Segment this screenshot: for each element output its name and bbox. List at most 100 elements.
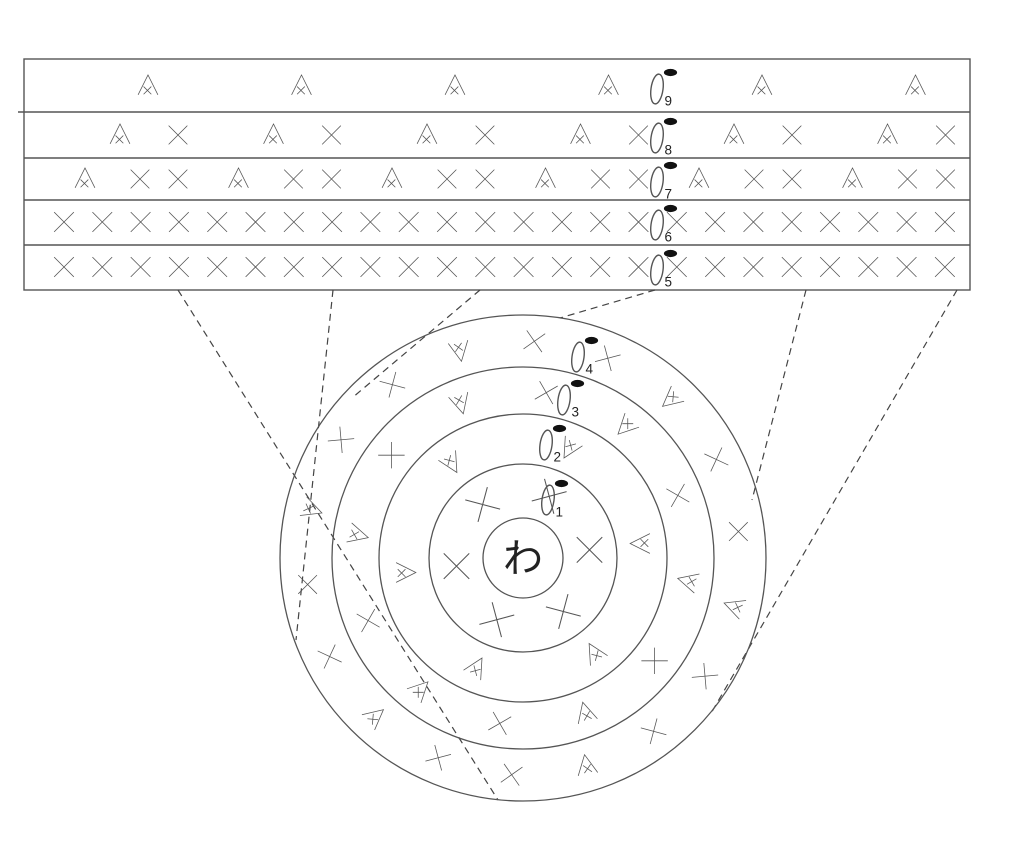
- decrease-symbol: [137, 74, 159, 95]
- single-crochet-symbol: [360, 211, 381, 233]
- single-crochet-symbol: [398, 211, 419, 233]
- single-crochet-symbol: [819, 211, 841, 233]
- decrease-symbol: [598, 74, 619, 95]
- single-crochet-symbol: [379, 371, 406, 398]
- chain-start-marker: 9: [650, 68, 678, 109]
- single-crochet-symbol: [858, 256, 879, 278]
- single-crochet-symbol: [425, 744, 452, 771]
- single-crochet-symbol: [896, 211, 917, 233]
- magic-ring: [482, 517, 564, 599]
- chain-start-marker: 3: [557, 379, 585, 420]
- row-number: 1: [556, 505, 564, 520]
- round-diagram: わ: [279, 314, 767, 802]
- increase-symbol: [723, 600, 747, 620]
- row-number: 8: [665, 143, 673, 158]
- single-crochet-symbol: [545, 593, 581, 630]
- chain-loop-icon: [650, 122, 664, 154]
- decrease-symbol: [535, 167, 556, 188]
- single-crochet-symbol: [896, 256, 917, 278]
- single-crochet-symbol: [92, 211, 113, 233]
- increase-symbol: [406, 681, 429, 703]
- row-number: 6: [665, 230, 673, 245]
- chain-start-marker: 6: [650, 204, 678, 245]
- increase-symbol: [661, 385, 685, 407]
- single-crochet-symbol: [168, 256, 190, 278]
- single-crochet-symbol: [436, 256, 458, 278]
- single-crochet-symbol: [245, 211, 266, 233]
- single-crochet-symbol: [590, 256, 611, 278]
- slip-stitch-dot-icon: [663, 249, 678, 258]
- increase-symbol: [299, 496, 323, 516]
- increase-symbol: [588, 642, 608, 666]
- chain-start-marker: 4: [571, 336, 599, 377]
- decrease-symbol: [842, 167, 863, 188]
- single-crochet-symbol: [92, 256, 113, 278]
- single-crochet-symbol: [934, 256, 956, 278]
- single-crochet-symbol: [168, 169, 188, 189]
- chain-start-marker: 5: [650, 249, 678, 290]
- single-crochet-symbol: [168, 125, 188, 145]
- round-4-ring: [279, 314, 767, 802]
- chain-loop-icon: [650, 209, 664, 241]
- single-crochet-symbol: [283, 169, 304, 189]
- single-crochet-symbol: [168, 211, 190, 233]
- single-crochet-symbol: [934, 211, 956, 233]
- single-crochet-symbol: [321, 125, 342, 145]
- decrease-symbol: [228, 167, 249, 188]
- slip-stitch-dot-icon: [663, 117, 678, 126]
- chain-loop-icon: [650, 166, 664, 198]
- single-crochet-symbol: [858, 211, 879, 233]
- single-crochet-symbol: [534, 380, 558, 405]
- guide-lines: [177, 289, 958, 801]
- band-frame: [23, 58, 971, 291]
- single-crochet-symbol: [628, 211, 649, 233]
- single-crochet-symbol: [283, 256, 304, 278]
- decrease-symbol: [751, 74, 773, 95]
- row-number: 9: [665, 94, 673, 109]
- decrease-symbol: [291, 74, 312, 95]
- single-crochet-symbol: [935, 125, 956, 145]
- increase-symbol: [676, 573, 700, 594]
- decrease-symbol: [109, 123, 131, 144]
- single-crochet-symbol: [245, 256, 266, 278]
- single-crochet-symbol: [666, 256, 687, 278]
- decrease-symbol: [877, 123, 898, 144]
- single-crochet-symbol: [897, 169, 918, 189]
- single-crochet-symbol: [479, 602, 515, 638]
- row-number: 7: [665, 187, 673, 202]
- single-crochet-symbol: [500, 763, 523, 786]
- increase-symbol: [438, 450, 458, 474]
- single-crochet-symbol: [436, 211, 458, 233]
- single-crochet-symbol: [398, 256, 419, 278]
- single-crochet-symbol: [321, 211, 343, 233]
- single-crochet-symbol: [704, 256, 726, 278]
- single-crochet-symbol: [130, 256, 151, 278]
- rows-band: [18, 58, 971, 291]
- single-crochet-symbol: [53, 256, 75, 278]
- chain-start-marker: 1: [541, 479, 569, 520]
- slip-stitch-dot-icon: [584, 336, 599, 345]
- row-number: 3: [572, 405, 580, 420]
- single-crochet-symbol: [207, 211, 228, 233]
- chain-start-marker: 7: [650, 161, 678, 202]
- dashed-guide: [751, 289, 807, 501]
- single-crochet-symbol: [360, 256, 381, 278]
- single-crochet-symbol: [744, 169, 764, 189]
- round-2-ring: [378, 413, 668, 703]
- dashed-guide: [177, 289, 499, 801]
- single-crochet-symbol: [782, 169, 802, 189]
- single-crochet-symbol: [704, 447, 729, 472]
- chain-loop-icon: [541, 484, 555, 516]
- decrease-symbol: [263, 123, 284, 144]
- single-crochet-symbol: [53, 211, 75, 233]
- chain-start-marker: 8: [650, 117, 678, 158]
- single-crochet-symbol: [628, 256, 649, 278]
- single-crochet-symbol: [782, 125, 802, 145]
- single-crochet-symbol: [297, 574, 318, 595]
- dashed-guide: [709, 289, 958, 716]
- single-crochet-symbol: [551, 256, 573, 278]
- chain-loop-icon: [650, 73, 664, 105]
- single-crochet-symbol: [728, 521, 749, 542]
- single-crochet-symbol: [465, 486, 501, 523]
- increase-symbol: [463, 657, 483, 681]
